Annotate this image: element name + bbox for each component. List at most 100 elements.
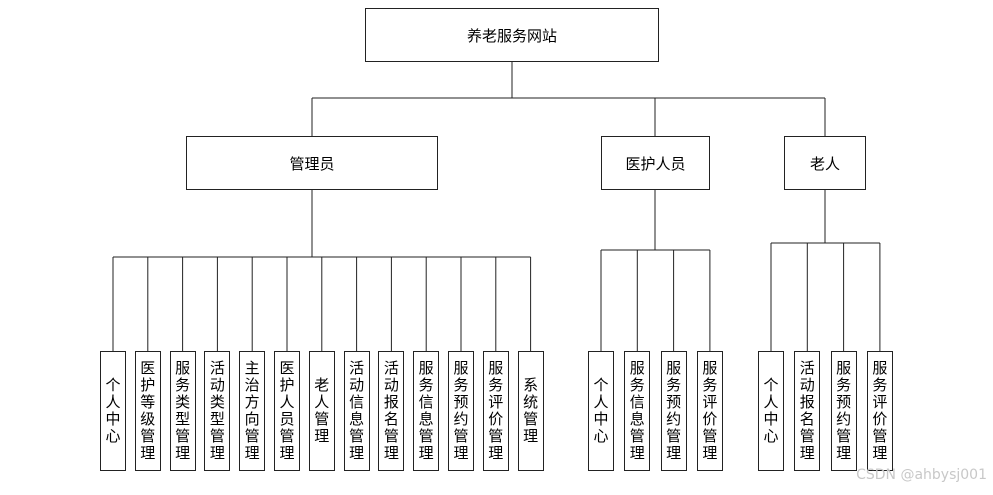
leaf-char: 方 [244,393,260,411]
leaf-node: 个人中心 [588,351,614,471]
leaf-char: 人 [279,393,295,411]
leaf-char: 中 [593,410,609,428]
leaf-node: 活动类型管理 [204,351,231,471]
leaf-char: 理 [629,444,645,462]
leaf-char: 中 [763,410,779,428]
leaf-char: 名 [799,410,815,428]
leaf-char: 活 [383,359,399,377]
leaf-char: 理 [666,444,682,462]
leaf-char: 动 [349,376,365,394]
leaf-char: 中 [105,410,121,428]
leaf-node: 个人中心 [100,351,126,471]
leaf-node: 服务评价管理 [482,351,509,471]
leaf-char: 理 [209,444,225,462]
leaf-char: 管 [702,427,718,445]
leaf-char: 服 [666,359,682,377]
leaf-char: 价 [702,410,718,428]
leaf-char: 理 [314,427,330,445]
leaf-node: 活动信息管理 [343,351,370,471]
leaf-char: 务 [836,376,852,394]
leaf-char: 管 [872,427,888,445]
leaf-node: 服务预约管理 [830,351,857,471]
leaf-char: 管 [836,427,852,445]
leaf-char: 约 [453,410,469,428]
leaf-char: 管 [279,427,295,445]
leaf-char: 理 [140,444,156,462]
leaf-char: 务 [175,376,191,394]
leaf-char: 人 [763,393,779,411]
leaf-char: 息 [349,410,365,428]
group-node-elderly: 老人 [784,136,866,190]
leaf-char: 管 [488,427,504,445]
leaf-char: 活 [799,359,815,377]
leaf-char: 务 [872,376,888,394]
leaf-char: 服 [488,359,504,377]
leaf-char: 管 [244,427,260,445]
leaf-node: 医护等级管理 [134,351,161,471]
leaf-char: 服 [175,359,191,377]
leaf-char: 治 [244,376,260,394]
leaf-char: 活 [209,359,225,377]
leaf-char: 统 [523,393,539,411]
leaf-char: 名 [383,410,399,428]
group-node-medical-staff: 医护人员 [601,136,710,190]
leaf-node: 服务信息管理 [624,351,651,471]
leaf-char: 预 [836,393,852,411]
leaf-char: 系 [523,376,539,394]
leaf-char: 人 [314,393,330,411]
leaf-char: 理 [702,444,718,462]
leaf-char: 医 [279,359,295,377]
leaf-char: 心 [593,427,609,445]
leaf-char: 报 [799,393,815,411]
leaf-char: 管 [383,427,399,445]
leaf-char: 理 [488,444,504,462]
leaf-char: 信 [349,393,365,411]
leaf-node: 个人中心 [758,351,784,471]
leaf-char: 理 [836,444,852,462]
leaf-char: 管 [175,427,191,445]
leaf-char: 管 [523,410,539,428]
leaf-node: 系统管理 [517,351,544,471]
leaf-char: 信 [629,393,645,411]
leaf-char: 动 [209,376,225,394]
leaf-char: 务 [418,376,434,394]
leaf-char: 评 [488,393,504,411]
leaf-char: 理 [799,444,815,462]
leaf-char: 约 [836,410,852,428]
leaf-char: 评 [702,393,718,411]
leaf-char: 动 [799,376,815,394]
leaf-node: 主治方向管理 [239,351,266,471]
leaf-char: 等 [140,393,156,411]
leaf-char: 务 [702,376,718,394]
leaf-char: 报 [383,393,399,411]
leaf-char: 管 [140,427,156,445]
leaf-char: 服 [453,359,469,377]
leaf-node: 服务评价管理 [696,351,723,471]
leaf-char: 动 [383,376,399,394]
leaf-char: 类 [209,393,225,411]
root-node: 养老服务网站 [365,8,659,62]
group-node-admin: 管理员 [186,136,438,190]
leaf-char: 约 [666,410,682,428]
leaf-char: 理 [872,444,888,462]
leaf-char: 理 [383,444,399,462]
leaf-char: 服 [836,359,852,377]
leaf-char: 主 [244,359,260,377]
leaf-node: 服务预约管理 [660,351,687,471]
leaf-char: 级 [140,410,156,428]
leaf-node: 服务类型管理 [169,351,196,471]
leaf-char: 类 [175,393,191,411]
leaf-char: 活 [349,359,365,377]
leaf-char: 理 [418,444,434,462]
leaf-char: 息 [418,410,434,428]
leaf-char: 价 [488,410,504,428]
leaf-char: 理 [244,444,260,462]
leaf-char: 护 [279,376,295,394]
leaf-char: 型 [209,410,225,428]
leaf-char: 息 [629,410,645,428]
leaf-char: 管 [209,427,225,445]
leaf-char: 务 [453,376,469,394]
leaf-char: 管 [799,427,815,445]
leaf-char: 预 [666,393,682,411]
leaf-char: 评 [872,393,888,411]
